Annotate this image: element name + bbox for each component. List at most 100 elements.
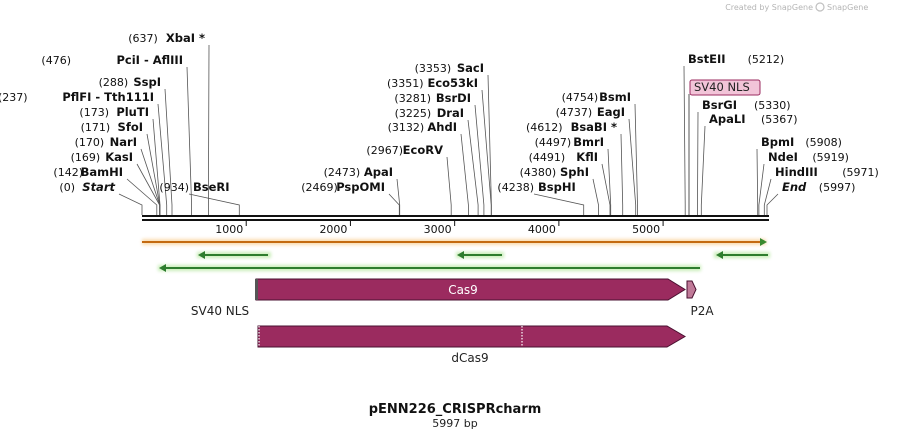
- restriction-site[interactable]: PspOMI(2469): [301, 180, 385, 194]
- restriction-site[interactable]: ApaI(2473): [324, 165, 393, 179]
- restriction-site[interactable]: KflI(4491): [529, 150, 598, 164]
- restriction-site[interactable]: Eco53kI(3351): [387, 76, 478, 90]
- restriction-site[interactable]: PflFI - Tth111I(237): [0, 90, 154, 104]
- site-name: BsrDI: [436, 91, 471, 105]
- p2a-arrow[interactable]: [686, 280, 697, 299]
- site-connector: [186, 66, 193, 215]
- site-position: (637): [128, 32, 158, 45]
- restriction-site[interactable]: BsaBI *(4612): [526, 120, 617, 134]
- orf-1-arrowhead: [198, 251, 205, 259]
- restriction-site[interactable]: SfoI(171): [81, 120, 143, 134]
- restriction-site[interactable]: BmrI(4497): [535, 135, 604, 149]
- site-position: (4380): [520, 166, 557, 179]
- restriction-site[interactable]: AhdI(3132): [388, 120, 457, 134]
- site-name: BsmI: [599, 90, 631, 104]
- site-position: (5330): [754, 99, 791, 112]
- site-name: Start: [82, 180, 115, 194]
- site-position: (2469): [301, 181, 338, 194]
- restriction-site[interactable]: (5367)ApaLI: [709, 112, 798, 126]
- site-position: (2473): [324, 166, 361, 179]
- restriction-site[interactable]: (5971)HindIII: [775, 165, 879, 179]
- site-name: BpmI: [761, 135, 794, 149]
- restriction-site[interactable]: KasI (169): [71, 150, 133, 164]
- map-title: pENN226_CRISPRcharm: [369, 402, 542, 417]
- site-name: NdeI: [768, 150, 798, 164]
- credit-text: Created by SnapGene: [725, 3, 813, 12]
- restriction-site[interactable]: PciI - AflIII (476): [41, 53, 183, 67]
- site-name: BsrGI: [702, 98, 737, 112]
- restriction-site[interactable]: Start (0): [59, 180, 115, 194]
- site-position: (4612): [526, 121, 563, 134]
- sv40-nls-box-label: SV40 NLS: [694, 80, 750, 94]
- ruler-tick-label: 1000: [215, 223, 243, 236]
- site-connector: [533, 193, 585, 215]
- site-position: (476): [41, 54, 71, 67]
- site-connector: [487, 74, 492, 215]
- restriction-site[interactable]: SspI(288): [99, 75, 161, 89]
- site-position: (2967): [366, 144, 403, 157]
- restriction-site[interactable]: EcoRV(2967): [366, 143, 443, 157]
- snapgene-logo-icon: [815, 2, 825, 12]
- restriction-site[interactable]: DraI(3225): [395, 106, 464, 120]
- site-connector: [474, 104, 485, 215]
- dcas9-feature[interactable]: [257, 325, 686, 348]
- site-position: (142): [53, 166, 83, 179]
- site-connector: [766, 193, 779, 215]
- p2a-feature[interactable]: [686, 280, 697, 299]
- site-connector: [460, 133, 469, 215]
- site-name: EagI: [597, 105, 625, 119]
- restriction-site[interactable]: (5908)BpmI: [761, 135, 842, 149]
- site-connector: [620, 133, 624, 215]
- site-name: KflI: [576, 150, 598, 164]
- sv40-nls-box[interactable]: SV40 NLS: [688, 79, 761, 215]
- site-connector: [697, 111, 699, 215]
- restriction-site[interactable]: BsrDI (3281): [394, 91, 471, 105]
- restriction-site[interactable]: (4238)BspHI: [497, 180, 575, 194]
- site-name: ApaI: [364, 165, 393, 179]
- orf-forward-arrowhead: [760, 238, 767, 246]
- cas9-label: Cas9: [448, 283, 478, 297]
- site-position: (4497): [535, 136, 572, 149]
- site-connector: [396, 178, 401, 215]
- restriction-site[interactable]: (5919)NdeI: [768, 150, 849, 164]
- site-connector: [481, 89, 492, 215]
- restriction-site[interactable]: XbaI * (637): [128, 31, 205, 45]
- site-position: (3351): [387, 77, 424, 90]
- restriction-site[interactable]: (5997)End: [782, 180, 855, 194]
- site-name: PciI - AflIII: [116, 53, 183, 67]
- site-position: (5212): [748, 53, 785, 66]
- restriction-site[interactable]: SacI(3353): [415, 61, 484, 75]
- site-name: SspI: [133, 75, 161, 89]
- dcas9-arrow[interactable]: [257, 325, 686, 348]
- site-connector: [446, 156, 452, 215]
- site-position: (171): [81, 121, 111, 134]
- site-connector: [164, 88, 173, 215]
- cas9-feature[interactable]: Cas9: [255, 278, 686, 301]
- restriction-site[interactable]: (5330) BsrGI: [702, 98, 791, 112]
- restriction-site[interactable]: SphI(4380): [520, 165, 589, 179]
- restriction-site[interactable]: (934)BseRI: [159, 180, 229, 194]
- restriction-site[interactable]: EagI(4737): [556, 105, 625, 119]
- site-name: PflFI - Tth111I: [62, 90, 154, 104]
- restriction-site[interactable]: (5212)BstEII: [688, 52, 784, 66]
- restriction-site[interactable]: BsmI(4754): [562, 90, 631, 104]
- site-position: (173): [79, 106, 109, 119]
- restriction-site[interactable]: PluTI(173): [79, 105, 149, 119]
- site-connector: [467, 119, 479, 215]
- site-connector: [592, 178, 599, 215]
- site-position: (169): [71, 151, 101, 164]
- site-connector: [136, 163, 161, 215]
- site-position: (3281): [394, 92, 431, 105]
- restriction-site[interactable]: BamHI(142): [53, 165, 123, 179]
- site-name: SacI: [457, 61, 484, 75]
- site-connector: [763, 178, 772, 215]
- site-name: BspHI: [538, 180, 576, 194]
- site-name: KasI: [105, 150, 133, 164]
- site-name: XbaI *: [166, 31, 205, 45]
- site-name: DraI: [437, 106, 464, 120]
- site-position: (0): [59, 181, 75, 194]
- restriction-site[interactable]: NarI(170): [75, 135, 137, 149]
- site-connector: [683, 65, 686, 215]
